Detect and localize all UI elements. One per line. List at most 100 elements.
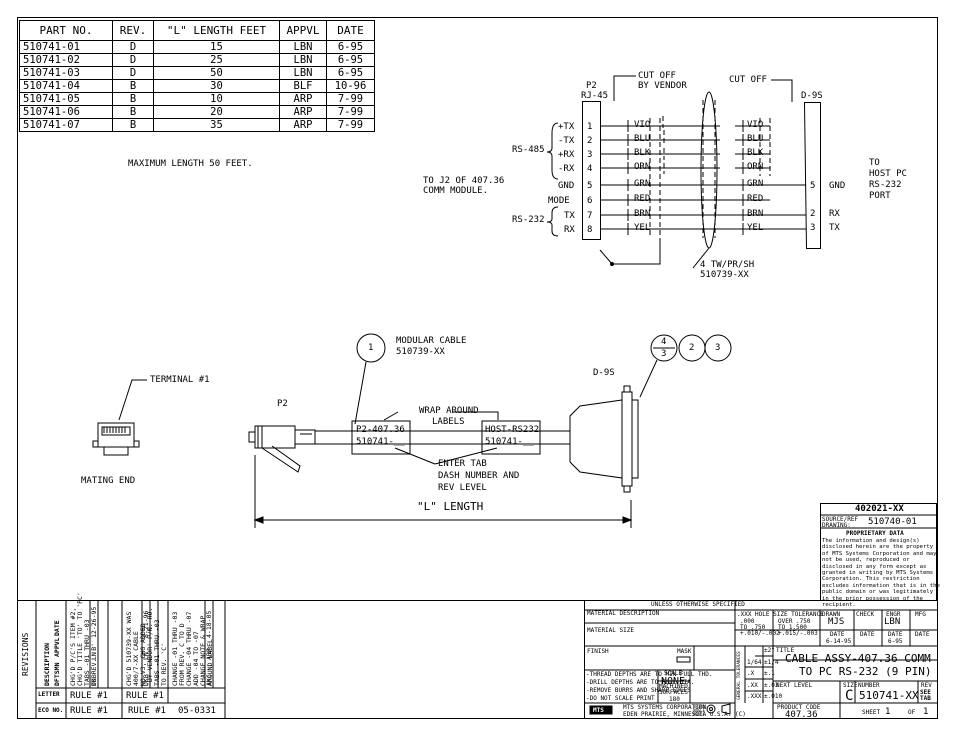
- part-table-cell: 6-95: [326, 53, 375, 67]
- cable-bundle-oval: [700, 91, 718, 249]
- number-label: NUMBER: [858, 682, 880, 689]
- bubble-1-circle: [356, 333, 386, 363]
- title-label: TITLE: [776, 647, 795, 654]
- terminal-1-label: TERMINAL #1: [150, 375, 210, 385]
- machined-surfaces-label: MACHINED SURFACES: [659, 683, 688, 696]
- rs232-label: RS-232: [512, 215, 545, 225]
- wrap-around-line1: WRAP AROUND: [419, 406, 479, 416]
- rev-value: SEE TAB: [920, 689, 931, 702]
- part-table-cell: D: [112, 40, 154, 54]
- wrap-around-line2: LABELS: [432, 417, 465, 427]
- cable-note-line2: 510739-XX: [700, 270, 749, 280]
- check-label: CHECK: [856, 611, 875, 618]
- to-host-line2: HOST PC: [869, 169, 907, 179]
- part-table-cell: 510741-07: [19, 118, 113, 132]
- gen-tol-value: ±.010: [764, 693, 783, 700]
- gen-tol-value: ±.03: [764, 681, 779, 689]
- schematic-rj45-label: RJ-45: [581, 91, 609, 101]
- drawn-date-label: DATE: [830, 631, 845, 638]
- rs485-label: RS-485: [512, 145, 545, 155]
- hole-size-header: .XXX HOLE SIZE TOLERANCE: [737, 611, 824, 618]
- of-value: 1: [923, 707, 929, 717]
- gen-tol-key: .XXX: [747, 693, 762, 700]
- enter-tab-line2: DASH NUMBER AND: [438, 471, 520, 481]
- d9s-connector-box: [803, 102, 821, 249]
- drawn-label: DRAWN: [822, 611, 841, 618]
- title-line1: CABLE ASSY-407.36 COMM: [785, 652, 931, 665]
- header-length: "L" LENGTH FEET: [153, 20, 280, 41]
- engr-label: ENGR: [886, 611, 901, 618]
- part-table-cell: 6-95: [326, 40, 375, 54]
- d9-pin-signal: GND: [829, 181, 846, 191]
- header-date: DATE: [326, 20, 375, 41]
- revisions-title: REVISIONS: [21, 632, 30, 676]
- p2-pin-number: 1: [587, 122, 593, 132]
- enter-tab-line3: REV LEVEL: [438, 483, 487, 493]
- wrap-label-left-box: [351, 420, 411, 455]
- modular-cable-line2: 510739-XX: [396, 347, 445, 357]
- unless-specified: UNLESS OTHERWISE SPECIFIED: [651, 601, 745, 608]
- part-table-cell: B: [112, 118, 154, 132]
- part-table-cell: ARP: [279, 105, 327, 119]
- material-description-label: MATERIAL DESCRIPTION: [587, 610, 660, 617]
- max-length-note: MAXIMUM LENGTH 50 FEET.: [128, 159, 253, 169]
- gen-tol-value: ±.1: [764, 670, 775, 677]
- mfg-date-label: DATE: [915, 631, 930, 638]
- company-address: EDEN PRAIRIE, MINNESOTA U.S.A. (C): [623, 711, 746, 718]
- p2-signal-label: +TX: [558, 122, 575, 132]
- revision-description-line: TO REV. 'C': [160, 642, 168, 686]
- to-j2-note-line1: TO J2 OF 407.36: [423, 176, 505, 186]
- third-angle-label: THIRD ANGLE PROJ.: [693, 704, 706, 717]
- wrap-label-right-box: [481, 420, 541, 455]
- revision-date: 8-21-96: [142, 610, 150, 638]
- assembly-d9s-label: D-9S: [593, 368, 615, 378]
- revision-appvl: LN: [142, 652, 150, 660]
- gen-tol-key: .XX: [747, 681, 758, 689]
- to-host-line1: TO: [869, 158, 880, 168]
- sheet-label: SHEET: [862, 709, 881, 716]
- number-value: 510741-XX: [859, 689, 919, 702]
- machined-value: 180: [669, 696, 680, 703]
- scale-label: SCALE: [664, 670, 683, 677]
- source-ref-label: SOURCE/REF DRAWING:: [822, 516, 859, 529]
- gen-tol-value: ±1/4: [764, 658, 779, 666]
- bubble-4-circle: [650, 334, 678, 362]
- rev-letter-label: LETTER: [38, 691, 60, 698]
- p2-signal-label: MODE: [548, 196, 570, 206]
- note-1: -THREAD DEPTHS ARE TO MIN FULL THD.: [586, 671, 713, 678]
- engr-date-label: DATE: [888, 631, 903, 638]
- schematic-d9s-label: D-9S: [801, 91, 823, 101]
- bubble-1-number: 1: [368, 343, 374, 353]
- proprietary-block: [820, 503, 937, 601]
- part-table-cell: 25: [153, 53, 280, 67]
- next-level-label: NEXT LEVEL: [776, 682, 813, 689]
- modular-cable-line1: MODULAR CABLE: [396, 336, 467, 346]
- d9-pin-signal: RX: [829, 209, 840, 219]
- assembly-p2-label: P2: [277, 399, 288, 409]
- rj45-plug-side-view: [248, 425, 316, 473]
- material-size-label: MATERIAL SIZE: [587, 627, 634, 634]
- rev-dftsmn-label: DFTSMN: [53, 662, 61, 686]
- wire-color-label-left: YEL: [634, 223, 651, 233]
- wire-color-label-right: RED: [747, 194, 764, 204]
- wire-color-label-left: GRN: [634, 179, 651, 189]
- part-table-cell: 10-96: [326, 79, 375, 93]
- part-table-cell: 7-99: [326, 118, 375, 132]
- part-table-cell: 510741-03: [19, 66, 113, 80]
- part-table-cell: D: [112, 66, 154, 80]
- cut-off-vendor-line1: CUT OFF: [638, 71, 676, 81]
- part-table-cell: 7-99: [326, 105, 375, 119]
- wire-color-label-left: BRN: [634, 209, 651, 219]
- drawn-value: MJS: [828, 617, 845, 627]
- p2-pin-number: 4: [587, 164, 593, 174]
- note-3: -REMOVE BURRS AND SHARP EDGES: [586, 687, 691, 694]
- label-right-line1: HOST-RS232: [485, 425, 540, 435]
- hole-tol-left: +.010/-.002: [740, 630, 780, 637]
- d9-pin-number: 3: [810, 223, 816, 233]
- part-table-cell: B: [112, 92, 154, 106]
- revision-dftsmn: DKB: [90, 674, 98, 686]
- revision-date: 12-26-95: [90, 606, 98, 638]
